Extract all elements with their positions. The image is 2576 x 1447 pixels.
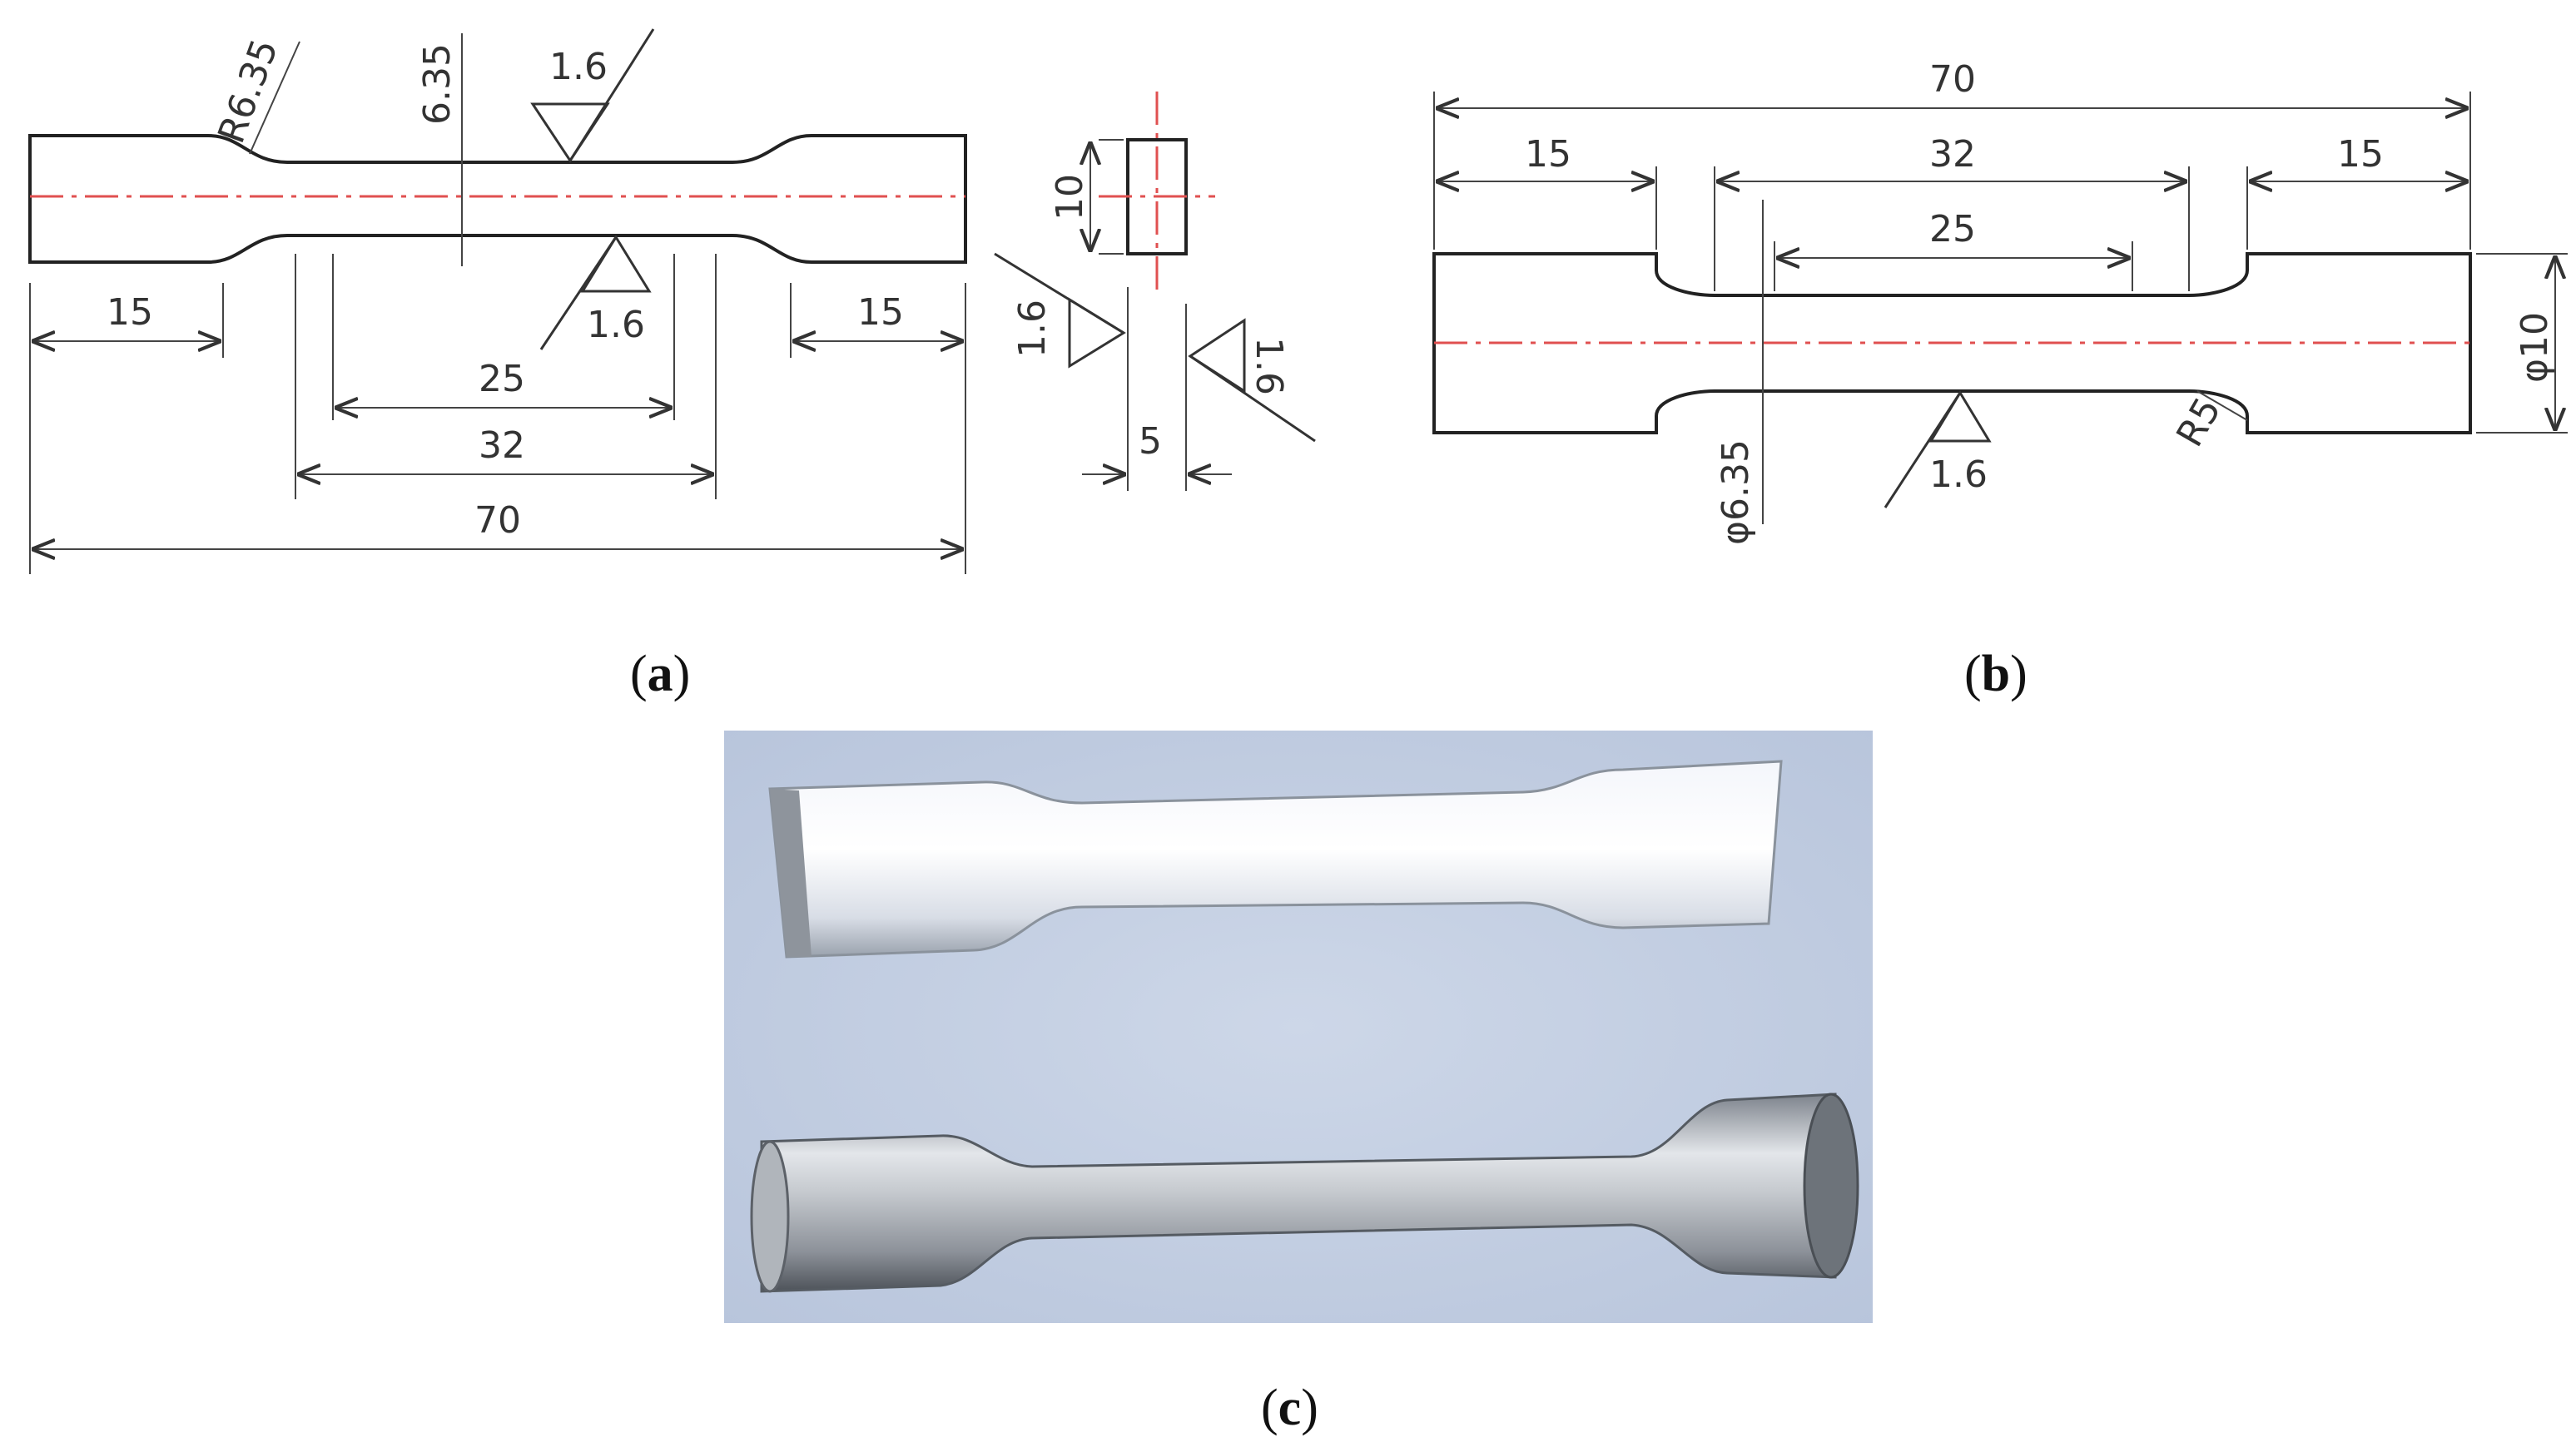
svg-text:1.6: 1.6 [549,46,608,88]
b-radius-label: R5 [2168,390,2229,453]
caption-c: (c) [1261,1380,1318,1436]
panel-a-drawing: 6.35 R6.35 1.6 1.6 15 [28,28,967,574]
b-roughness-symbol: 1.6 [1884,390,1992,508]
thickness-label: 6.35 [416,43,459,125]
svg-text:1.6: 1.6 [587,304,645,346]
caption-b: (b) [1964,646,2028,702]
panel-a-cross-section: 10 5 1.6 1.6 [994,92,1316,491]
section-thickness-label: 5 [1139,420,1162,463]
svg-text:6.35: 6.35 [416,43,459,125]
b-overall-length-label: 70 [1929,58,1976,101]
b-reduced-section-label: 32 [1929,133,1976,176]
grip-diameter-label: φ10 [2514,312,2556,383]
svg-text:1.6: 1.6 [1248,337,1290,395]
b-right-grip-label: 15 [2337,133,2384,176]
svg-text:1.6: 1.6 [1011,300,1054,358]
roughness-symbol-bottom: 1.6 [539,235,652,350]
overall-length-label: 70 [474,499,521,542]
b-left-grip-label: 15 [1525,133,1571,176]
gauge-diameter-label: φ6.35 [1715,439,1757,545]
radius-label: R6.35 [210,34,286,149]
b-gauge-length-label: 25 [1929,208,1976,250]
svg-text:10: 10 [1049,174,1091,221]
round-specimen-outline [1432,252,2472,434]
panel-c-photo [724,731,1873,1323]
roughness-symbol-top: 1.6 [530,28,655,163]
svg-text:R5: R5 [2168,390,2229,453]
gauge-length-label: 25 [479,358,525,400]
svg-text:R6.35: R6.35 [210,34,286,149]
round-specimen-photo [750,1093,1859,1293]
svg-text:1.6: 1.6 [1929,453,1988,496]
left-grip-label: 15 [107,291,153,334]
svg-text:φ10: φ10 [2514,312,2556,383]
panel-b-drawing: 70 15 32 15 25 φ10 φ6.35 1.6 [1432,58,2568,545]
section-width-label: 10 [1049,174,1091,221]
reduced-section-label: 32 [479,424,525,467]
section-roughness-right: 1.6 [1188,318,1316,443]
section-roughness-left: 1.6 [994,252,1126,369]
svg-text:φ6.35: φ6.35 [1715,439,1757,545]
flat-specimen-outline [28,134,967,264]
flat-specimen-photo [768,760,1783,959]
right-grip-label: 15 [857,291,904,334]
caption-a: (a) [630,646,690,702]
